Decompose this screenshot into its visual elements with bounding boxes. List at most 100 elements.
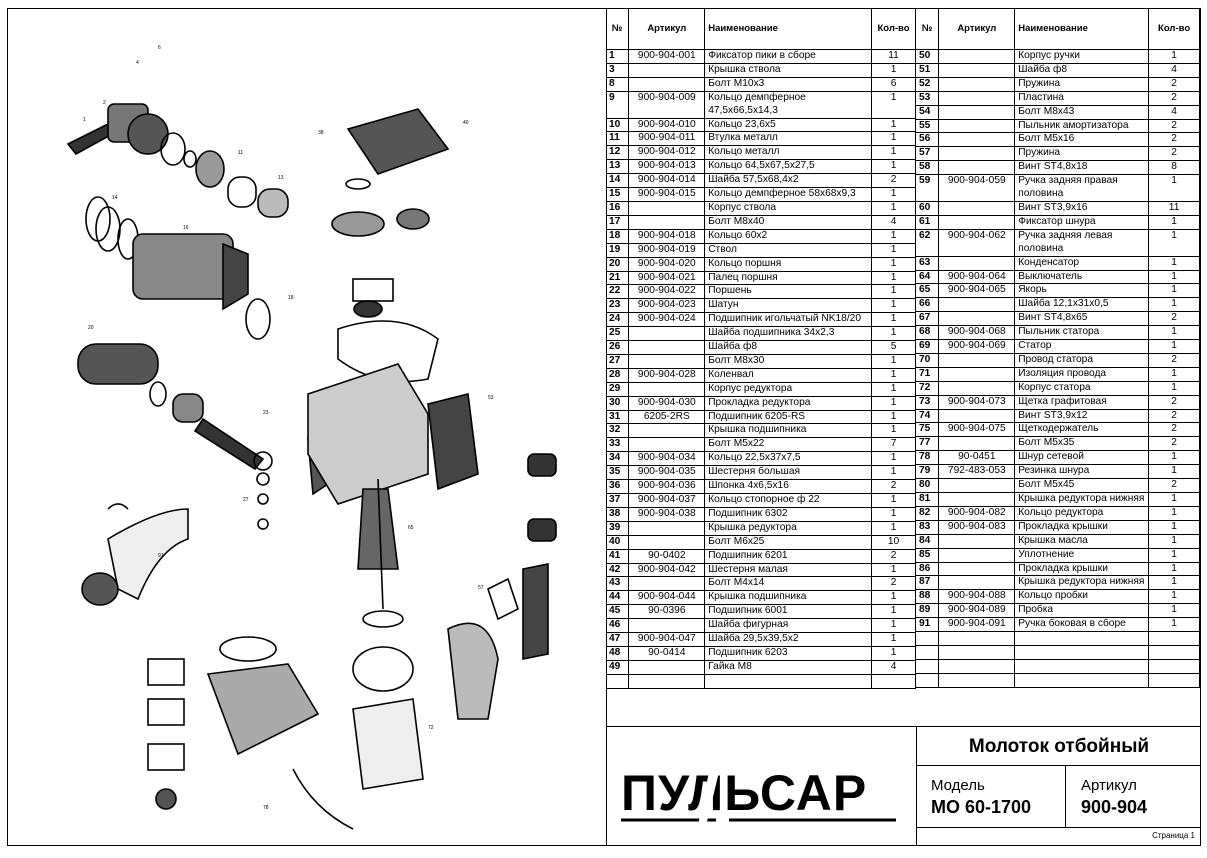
- part-quantity: 1: [871, 312, 916, 328]
- part-article: [628, 63, 706, 78]
- part-name: Шайба ф8: [704, 340, 873, 355]
- part-name: Крышка редуктора нижняя: [1014, 575, 1150, 591]
- part-name: Шайба фигурная: [704, 618, 873, 634]
- part-quantity: 2: [1148, 422, 1200, 438]
- info-divider: [1065, 765, 1066, 827]
- part-article: [938, 311, 1016, 327]
- part-article: [938, 562, 1016, 577]
- svg-text:72: 72: [428, 725, 434, 731]
- part-number: 77: [916, 436, 940, 452]
- part-article: 900-904-011: [628, 131, 706, 147]
- part-number: 24: [606, 312, 630, 328]
- title-block: ПУЛЬСАР Молоток отбойный Модель МО 60-17…: [606, 726, 1201, 846]
- part-article: [938, 478, 1016, 493]
- part-quantity: 1: [871, 284, 916, 300]
- part-quantity: 1: [871, 368, 916, 383]
- part-name: Прокладка редуктора: [704, 396, 873, 411]
- part-number: 22: [606, 284, 630, 300]
- part-article: [938, 575, 1016, 591]
- part-article: [938, 188, 1016, 202]
- part-quantity: 11: [1148, 201, 1200, 216]
- part-name: Крышка масла: [1014, 534, 1150, 549]
- part-quantity: 2: [1148, 395, 1200, 410]
- empty-cell: [1014, 659, 1150, 674]
- part-quantity: 2: [1148, 436, 1200, 452]
- part-name: Палец поршня: [704, 271, 873, 286]
- part-article: 900-904-038: [628, 507, 706, 522]
- part-article: 900-904-019: [628, 243, 706, 258]
- part-name: Болт М8х43: [1014, 105, 1150, 120]
- part-article: 900-904-022: [628, 284, 706, 300]
- part-number: 38: [606, 507, 630, 522]
- product-title: Молоток отбойный: [917, 727, 1201, 766]
- part-article: 900-904-024: [628, 312, 706, 328]
- svg-text:11: 11: [238, 150, 243, 156]
- part-article: [938, 353, 1016, 368]
- part-article: 900-904-012: [628, 145, 706, 161]
- part-number: 34: [606, 451, 630, 467]
- part-name: Крышка подшипника: [704, 590, 873, 606]
- part-article: 90-0402: [628, 549, 706, 564]
- part-name: Крышка редуктора: [704, 521, 873, 536]
- part-name: Резинка шнура: [1014, 464, 1150, 480]
- part-quantity: 1: [1148, 506, 1200, 521]
- part-name: Шестерня большая: [704, 465, 873, 481]
- part-article: 900-904-062: [938, 229, 1016, 243]
- part-article: [628, 521, 706, 536]
- part-name: Подшипник 6201: [704, 549, 873, 564]
- part-quantity: [1148, 188, 1200, 202]
- part-name: Конденсатор: [1014, 256, 1150, 271]
- header-name: Наименование: [704, 9, 873, 50]
- part-name: Болт М5х22: [704, 437, 873, 453]
- part-name: Болт М5х35: [1014, 436, 1150, 452]
- brand-logo: ПУЛЬСАР: [621, 765, 896, 830]
- part-quantity: 1: [871, 243, 916, 258]
- empty-cell: [916, 673, 940, 688]
- part-number: 62: [916, 229, 940, 243]
- part-name: половина: [1014, 242, 1150, 257]
- part-name: Болт М8х30: [704, 354, 873, 369]
- part-quantity: 2: [1148, 132, 1200, 148]
- part-article: [938, 548, 1016, 563]
- empty-cell: [938, 645, 1016, 660]
- svg-text:ПУЛЬСАР: ПУЛЬСАР: [621, 765, 867, 821]
- part-number: 11: [606, 131, 630, 147]
- part-quantity: [1148, 242, 1200, 257]
- part-number: 18: [606, 229, 630, 244]
- part-number: 65: [916, 283, 940, 299]
- empty-cell: [871, 674, 916, 689]
- part-quantity: 2: [871, 173, 916, 189]
- part-article: [938, 409, 1016, 424]
- part-name: Пластина: [1014, 91, 1150, 106]
- part-quantity: 4: [871, 215, 916, 230]
- part-quantity: 1: [1148, 325, 1200, 341]
- part-article: 900-904-089: [938, 603, 1016, 619]
- part-name: Кольцо демпферное: [704, 91, 873, 105]
- svg-text:53: 53: [488, 395, 494, 401]
- part-name: Корпус ствола: [704, 201, 873, 216]
- part-number: 59: [916, 174, 940, 189]
- part-number: 26: [606, 340, 630, 355]
